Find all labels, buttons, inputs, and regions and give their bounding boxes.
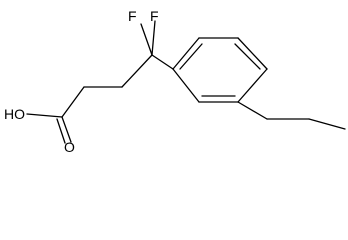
fluorine-left-label: F [128, 8, 137, 24]
bond-c-o-double-b [56, 118, 66, 144]
bond-c-o-double-a [61, 116, 72, 143]
bond-ch2-carboxyl [61, 86, 85, 118]
hydroxyl-label: HO [4, 106, 25, 122]
chemical-structure: F F HO O [4, 8, 346, 154]
bond-c-oh [26, 113, 63, 118]
bond-ring-propyl [237, 101, 268, 120]
bond-c-f-left [140, 23, 153, 56]
fluorine-right-label: F [150, 8, 159, 24]
bond-propyl-ch3 [308, 118, 346, 130]
bond-c-f-right [151, 20, 156, 56]
bond-cf2-ch2 [121, 54, 153, 88]
benzene-ring [172, 37, 268, 103]
carbonyl-oxygen-label: O [64, 139, 75, 154]
bond-cf2-ring [151, 54, 174, 70]
bond-skeleton [26, 20, 346, 144]
